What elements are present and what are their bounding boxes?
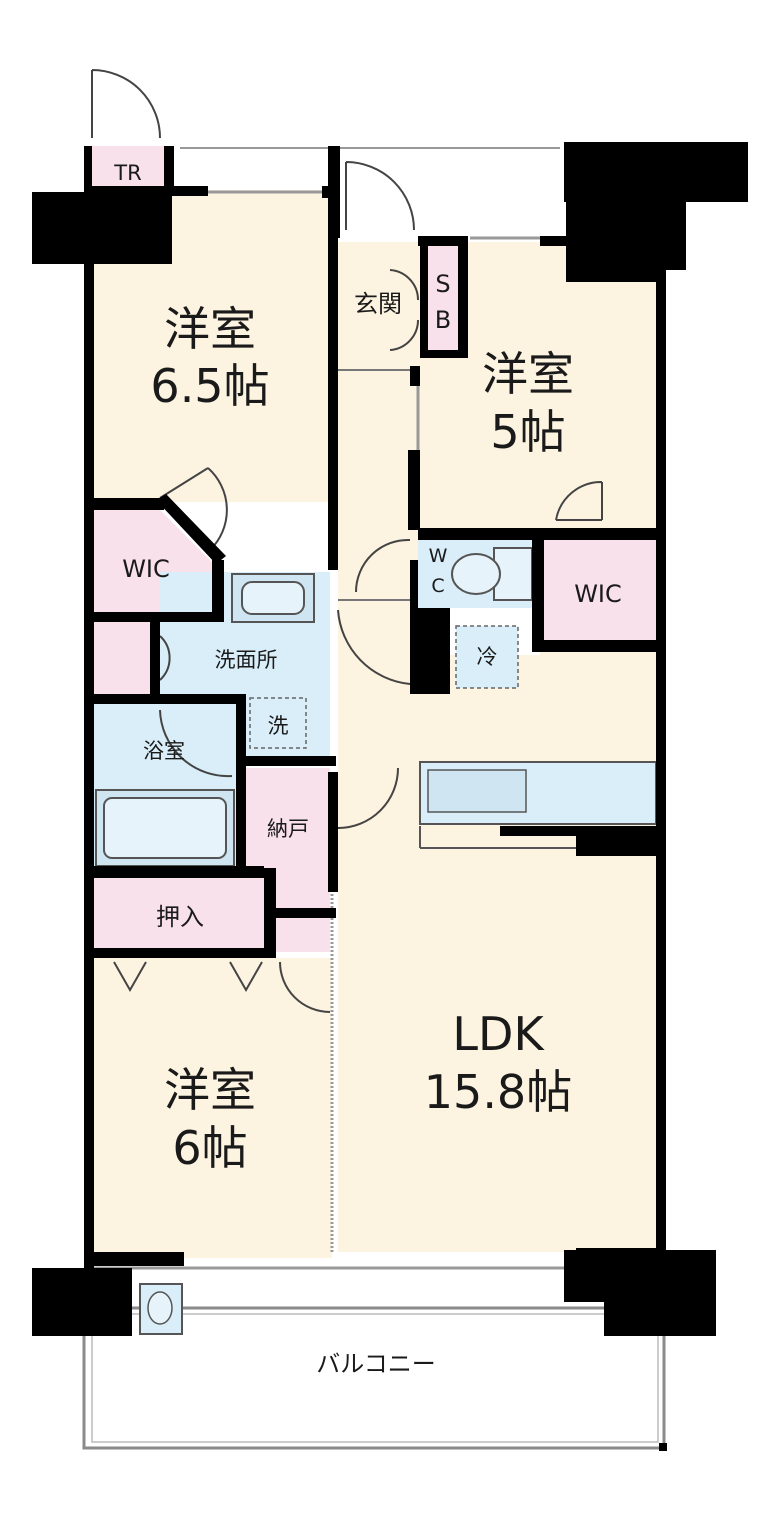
fridge-label: 冷	[477, 645, 498, 669]
bedroom-sw-name: 洋室	[164, 1063, 256, 1117]
walls	[32, 142, 748, 1336]
bathroom-label: 浴室	[143, 739, 185, 763]
kitchen-counter-icon	[419, 761, 657, 849]
bedroom-nw-size: 6.5帖	[150, 359, 269, 413]
balcony-sink-icon	[139, 1283, 183, 1335]
door-swings	[91, 69, 603, 1013]
ldk-name: LDK	[452, 1007, 545, 1061]
bedroom-sw-size: 6帖	[172, 1121, 247, 1175]
bathtub-icon	[95, 789, 235, 867]
sb-label-top: S	[435, 270, 450, 298]
sb-label-bottom: B	[435, 306, 451, 334]
bedroom-ne-name: 洋室	[482, 347, 574, 401]
oshiire-floor	[92, 878, 268, 948]
tr-floor	[88, 146, 166, 192]
wc-label-bottom: C	[431, 575, 444, 597]
closet-left-floor	[92, 622, 150, 694]
wic-left-label: WIC	[122, 555, 170, 583]
genkan-label: 玄関	[354, 290, 402, 318]
ldk-size: 15.8帖	[424, 1065, 572, 1119]
wic-right-label: WIC	[574, 580, 622, 608]
senmenjo-label: 洗面所	[215, 648, 278, 672]
sb-floor	[426, 242, 460, 352]
closet-small-floor	[276, 918, 330, 952]
wc-label-top: W	[429, 545, 448, 567]
bedroom-sw-floor	[92, 958, 332, 1258]
oshiire-label: 押入	[156, 903, 204, 931]
bedroom-nw-name: 洋室	[164, 302, 256, 356]
tr-label: TR	[113, 161, 141, 185]
nando-label: 納戸	[267, 817, 309, 841]
washer-space	[249, 697, 307, 749]
washbasin-icon	[231, 573, 315, 623]
ldk-floor	[338, 600, 658, 1252]
bedroom-ne-size: 5帖	[490, 405, 565, 459]
fridge-space	[455, 625, 519, 689]
toilet-icon	[451, 547, 533, 601]
wic-right-floor	[542, 540, 658, 644]
balcony-label: バルコニー	[316, 1350, 436, 1378]
washer-label: 洗	[268, 714, 289, 738]
wic-diagonal-wall	[156, 494, 226, 564]
